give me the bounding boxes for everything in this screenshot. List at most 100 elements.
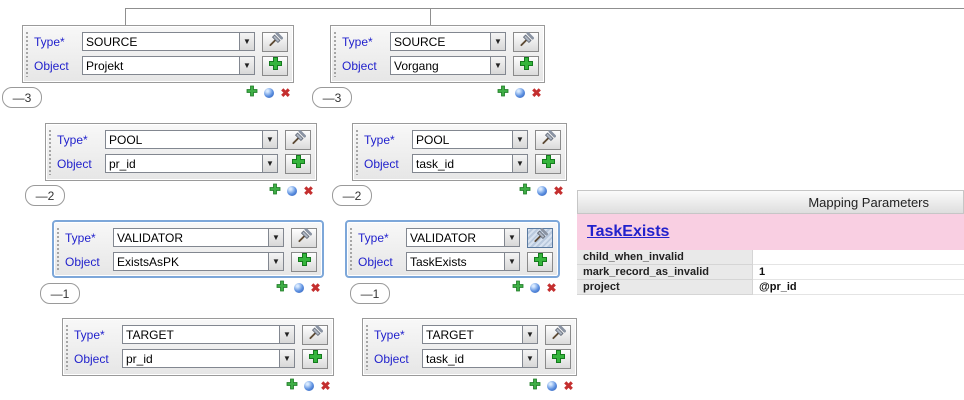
add-node-button[interactable] — [518, 183, 531, 197]
edit-mapping-button[interactable] — [535, 129, 561, 150]
object-value: pr_id — [126, 351, 153, 366]
type-combobox[interactable]: SOURCE — [82, 32, 240, 51]
add-object-button[interactable] — [513, 55, 539, 76]
param-value[interactable] — [753, 250, 964, 265]
dropdown-arrow-icon: ▼ — [508, 233, 516, 242]
add-node-button[interactable] — [245, 84, 258, 102]
delete-node-button[interactable]: ✖ — [552, 184, 565, 197]
object-dropdown-button[interactable]: ▼ — [240, 56, 255, 75]
object-dropdown-button[interactable]: ▼ — [505, 252, 520, 271]
delete-node-button[interactable]: ✖ — [309, 281, 322, 294]
type-combobox[interactable]: TARGET — [122, 325, 280, 344]
add-node-button[interactable] — [496, 85, 509, 99]
connect-node-button[interactable] — [535, 184, 548, 197]
type-value: SOURCE — [394, 34, 446, 49]
drag-handle[interactable] — [65, 324, 70, 370]
add-object-button[interactable] — [285, 153, 311, 174]
object-combobox[interactable]: task_id — [422, 349, 523, 368]
add-node-button[interactable] — [511, 280, 524, 294]
delete-node-button[interactable]: ✖ — [545, 281, 558, 294]
connect-node-button[interactable] — [528, 281, 541, 294]
connect-node-button[interactable] — [262, 86, 275, 99]
delete-node-button[interactable]: ✖ — [530, 86, 543, 99]
close-icon: ✖ — [310, 280, 321, 295]
delete-node-button[interactable]: ✖ — [279, 86, 292, 99]
edit-mapping-button[interactable] — [545, 324, 571, 345]
collapse-toggle-level3[interactable]: —3 — [312, 87, 352, 108]
object-dropdown-button[interactable]: ▼ — [523, 349, 538, 368]
object-combobox[interactable]: Projekt — [82, 56, 240, 75]
type-dropdown-button[interactable]: ▼ — [280, 325, 295, 344]
edit-mapping-button[interactable] — [262, 31, 288, 52]
type-combobox[interactable]: TARGET — [422, 325, 523, 344]
add-object-button[interactable] — [262, 55, 288, 76]
edit-mapping-button[interactable] — [285, 129, 311, 150]
object-combobox[interactable]: pr_id — [122, 349, 280, 368]
drag-handle[interactable] — [333, 31, 338, 77]
add-node-button[interactable] — [268, 183, 281, 197]
add-node-button[interactable] — [528, 378, 541, 392]
collapse-toggle-level1[interactable]: —1 — [350, 283, 390, 304]
connect-node-button[interactable] — [513, 86, 526, 99]
plus-icon — [246, 84, 258, 102]
type-combobox[interactable]: POOL — [412, 130, 513, 149]
type-dropdown-button[interactable]: ▼ — [263, 130, 278, 149]
validator-link[interactable]: TaskExists — [587, 223, 670, 240]
collapse-toggle-level2[interactable]: —2 — [25, 185, 65, 206]
object-dropdown-button[interactable]: ▼ — [280, 349, 295, 368]
delete-node-button[interactable]: ✖ — [319, 379, 332, 392]
object-dropdown-button[interactable]: ▼ — [513, 154, 528, 173]
type-dropdown-button[interactable]: ▼ — [491, 32, 506, 51]
card-footer: ✖ — [330, 85, 545, 99]
type-dropdown-button[interactable]: ▼ — [505, 228, 520, 247]
delete-node-button[interactable]: ✖ — [302, 184, 315, 197]
edit-mapping-button[interactable] — [291, 227, 317, 248]
add-object-button[interactable] — [302, 348, 328, 369]
object-combobox[interactable]: task_id — [412, 154, 513, 173]
type-combobox[interactable]: VALIDATOR — [406, 228, 505, 247]
type-dropdown-button[interactable]: ▼ — [523, 325, 538, 344]
edit-mapping-button[interactable] — [513, 31, 539, 52]
type-dropdown-button[interactable]: ▼ — [240, 32, 255, 51]
param-name: child_when_invalid — [577, 250, 753, 265]
drag-handle[interactable] — [56, 227, 61, 271]
drag-handle[interactable] — [355, 129, 360, 175]
edit-mapping-button[interactable] — [527, 227, 553, 248]
object-combobox[interactable]: pr_id — [105, 154, 263, 173]
object-combobox[interactable]: ExistsAsPK — [113, 252, 269, 271]
add-object-button[interactable] — [527, 251, 553, 272]
drag-handle[interactable] — [25, 31, 30, 77]
delete-node-button[interactable]: ✖ — [562, 379, 575, 392]
object-dropdown-button[interactable]: ▼ — [263, 154, 278, 173]
drag-handle[interactable] — [365, 324, 370, 370]
edit-mapping-button[interactable] — [302, 324, 328, 345]
type-dropdown-button[interactable]: ▼ — [269, 228, 284, 247]
connect-node-button[interactable] — [292, 281, 305, 294]
drag-handle[interactable] — [349, 227, 354, 271]
add-object-button[interactable] — [535, 153, 561, 174]
add-node-button[interactable] — [275, 280, 288, 294]
type-value: TARGET — [126, 327, 174, 342]
connect-node-button[interactable] — [302, 379, 315, 392]
type-dropdown-button[interactable]: ▼ — [513, 130, 528, 149]
object-combobox[interactable]: Vorgang — [390, 56, 491, 75]
collapse-toggle-level2[interactable]: —2 — [332, 185, 372, 206]
object-dropdown-button[interactable]: ▼ — [491, 56, 506, 75]
param-value[interactable]: 1 — [753, 265, 964, 280]
type-combobox[interactable]: VALIDATOR — [113, 228, 269, 247]
add-object-button[interactable] — [291, 251, 317, 272]
object-value: task_id — [426, 351, 465, 366]
add-node-button[interactable] — [285, 378, 298, 392]
type-combobox[interactable]: POOL — [105, 130, 263, 149]
param-value[interactable]: @pr_id — [753, 280, 964, 295]
type-combobox[interactable]: SOURCE — [390, 32, 491, 51]
drag-handle[interactable] — [48, 129, 53, 175]
plus-icon — [533, 252, 548, 272]
collapse-toggle-level1[interactable]: —1 — [40, 283, 80, 304]
collapse-toggle-level3[interactable]: —3 — [2, 87, 42, 108]
connect-node-button[interactable] — [545, 379, 558, 392]
object-combobox[interactable]: TaskExists — [406, 252, 505, 271]
add-object-button[interactable] — [545, 348, 571, 369]
connect-node-button[interactable] — [285, 184, 298, 197]
object-dropdown-button[interactable]: ▼ — [269, 252, 284, 271]
